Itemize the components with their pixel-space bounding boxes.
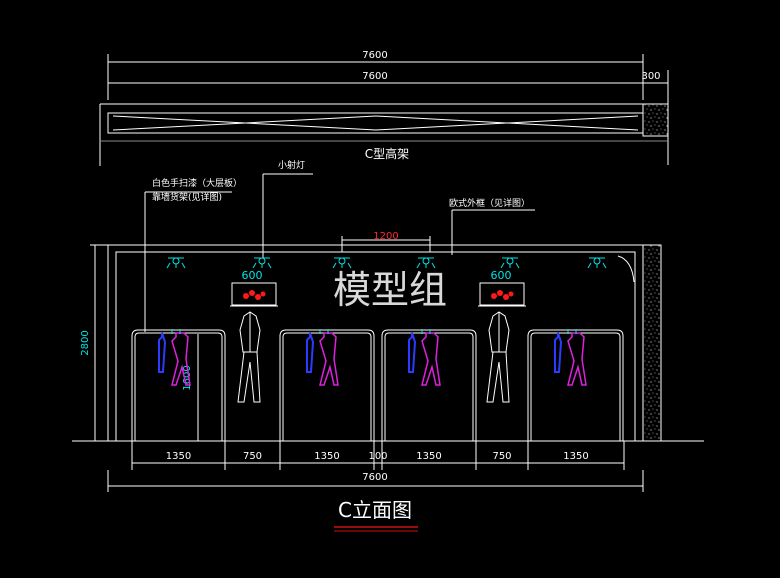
hanging-rail [527, 329, 624, 441]
spotlight-icon [416, 257, 436, 269]
suit-right [486, 311, 510, 403]
bottom-dim-label: 1350 [563, 451, 588, 462]
spotlights [166, 257, 607, 269]
suit-icon [486, 311, 510, 403]
suit-icon [237, 311, 261, 403]
spotlight-icon [500, 257, 520, 269]
dim-height-total: 2800 [80, 330, 91, 355]
page-title: C立面图 [338, 498, 412, 522]
bottom-dim-label: 750 [243, 451, 262, 462]
hanger-icon [319, 332, 339, 386]
bottom-dim-label: 1350 [166, 451, 191, 462]
hanger-icon [554, 332, 563, 373]
bottom-dim-lines [107, 462, 644, 492]
hanging-rail [381, 329, 477, 441]
annotation-spotlight: 小射灯 [278, 159, 305, 171]
height-dims [90, 244, 100, 442]
hanger-icon [408, 332, 417, 373]
shelf-elevation [99, 54, 669, 166]
spotlight-icon [332, 257, 352, 269]
dim-top-inner: 7600 [362, 71, 387, 82]
hanger-icon [171, 332, 191, 386]
shelf-elevation-caption: C型高架 [365, 146, 409, 161]
flower-pot-icon [243, 290, 266, 300]
bottom-dim-label: 100 [368, 451, 387, 462]
dim-1200-lines [341, 236, 431, 252]
dim-top-right: 300 [641, 71, 660, 82]
spotlight-icon [166, 257, 186, 269]
bottom-dim-labels: 1350 750 1350 100 1350 750 1350 [166, 451, 589, 462]
suit-left [237, 311, 261, 403]
hanger-icon [306, 332, 315, 373]
display-box-right-dim: 600 [491, 269, 512, 282]
annotation-shelf-line2: 靠墙货架(见详图) [152, 191, 222, 203]
hanger-icon [567, 332, 587, 386]
spotlight-icon [587, 257, 607, 269]
spotlight-icon [252, 257, 272, 269]
bottom-dim-label: 1350 [416, 451, 441, 462]
textured-pillar [642, 244, 662, 442]
watermark: 模型组 [333, 268, 447, 312]
bottom-dim-label: 750 [492, 451, 511, 462]
hanging-rail [131, 329, 226, 441]
annotation-shelf-line1: 白色手扫漆（大层板） [152, 177, 242, 189]
dim-1200: 1200 [373, 231, 398, 242]
annotation-frame: 欧式外框（见详图） [449, 197, 530, 209]
flower-pot-icon [491, 290, 514, 300]
annotation-leaders [144, 173, 535, 332]
display-box-right [478, 282, 526, 307]
hanger-icon [158, 332, 167, 373]
display-box-left-dim: 600 [242, 269, 263, 282]
dim-top-outer: 7600 [362, 50, 387, 61]
display-box-left [230, 282, 278, 307]
hanger-icon [421, 332, 441, 386]
hanging-rail [279, 329, 375, 441]
hanging-bays [131, 329, 624, 441]
dim-height-bay: 1600 [182, 365, 193, 390]
bottom-dim-ticks [131, 441, 625, 470]
bottom-total-dim: 7600 [362, 472, 387, 483]
bottom-dim-label: 1350 [314, 451, 339, 462]
